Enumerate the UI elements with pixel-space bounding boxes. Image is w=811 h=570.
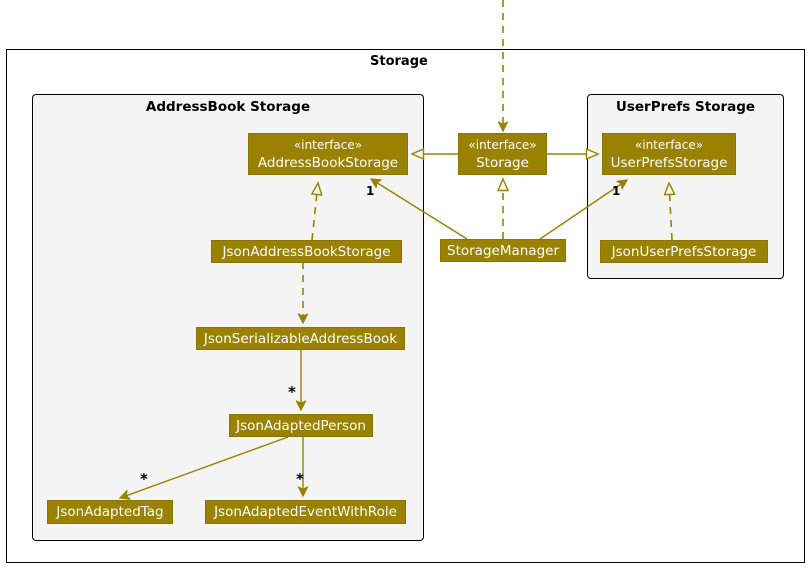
node-json-adapted-person[interactable]: JsonAdaptedPerson (229, 414, 373, 437)
node-json-adapted-tag-name: JsonAdaptedTag (56, 504, 164, 520)
multiplicity-serializable-person: * (288, 383, 296, 401)
node-json-address-book-storage-name: JsonAddressBookStorage (222, 243, 391, 260)
node-address-book-storage[interactable]: «interface» AddressBookStorage (248, 133, 408, 175)
panel-addressbook-storage-title: AddressBook Storage (145, 99, 311, 115)
multiplicity-storagemanager-addressbookstorage: 1 (366, 184, 375, 198)
node-json-adapted-person-name: JsonAdaptedPerson (236, 417, 366, 434)
frame-storage (6, 49, 805, 563)
node-json-serializable-address-book[interactable]: JsonSerializableAddressBook (196, 327, 405, 350)
node-json-adapted-event-with-role[interactable]: JsonAdaptedEventWithRole (205, 500, 406, 524)
node-user-prefs-storage-name: UserPrefsStorage (610, 154, 728, 171)
node-address-book-storage-name: AddressBookStorage (257, 154, 399, 171)
node-json-adapted-tag[interactable]: JsonAdaptedTag (47, 500, 173, 524)
node-json-user-prefs-storage[interactable]: JsonUserPrefsStorage (600, 240, 768, 263)
node-storage-manager-name: StorageManager (447, 242, 559, 259)
multiplicity-person-tag: * (140, 470, 148, 488)
node-storage-manager[interactable]: StorageManager (440, 239, 566, 262)
node-json-adapted-event-with-role-name: JsonAdaptedEventWithRole (214, 504, 397, 520)
node-user-prefs-storage[interactable]: «interface» UserPrefsStorage (602, 133, 736, 175)
node-address-book-storage-stereotype: «interface» (293, 137, 363, 152)
panel-userprefs-storage-title: UserPrefs Storage (615, 99, 756, 115)
node-storage-name: Storage (476, 154, 529, 171)
node-json-serializable-address-book-name: JsonSerializableAddressBook (203, 330, 398, 347)
frame-storage-title: Storage (370, 54, 428, 69)
node-storage-stereotype: «interface» (468, 137, 537, 152)
multiplicity-person-event: * (296, 470, 304, 488)
node-json-address-book-storage[interactable]: JsonAddressBookStorage (211, 240, 402, 263)
node-storage[interactable]: «interface» Storage (458, 133, 547, 175)
multiplicity-storagemanager-userprefsstorage: 1 (612, 184, 621, 198)
node-user-prefs-storage-stereotype: «interface» (634, 137, 704, 152)
node-json-user-prefs-storage-name: JsonUserPrefsStorage (611, 243, 757, 260)
